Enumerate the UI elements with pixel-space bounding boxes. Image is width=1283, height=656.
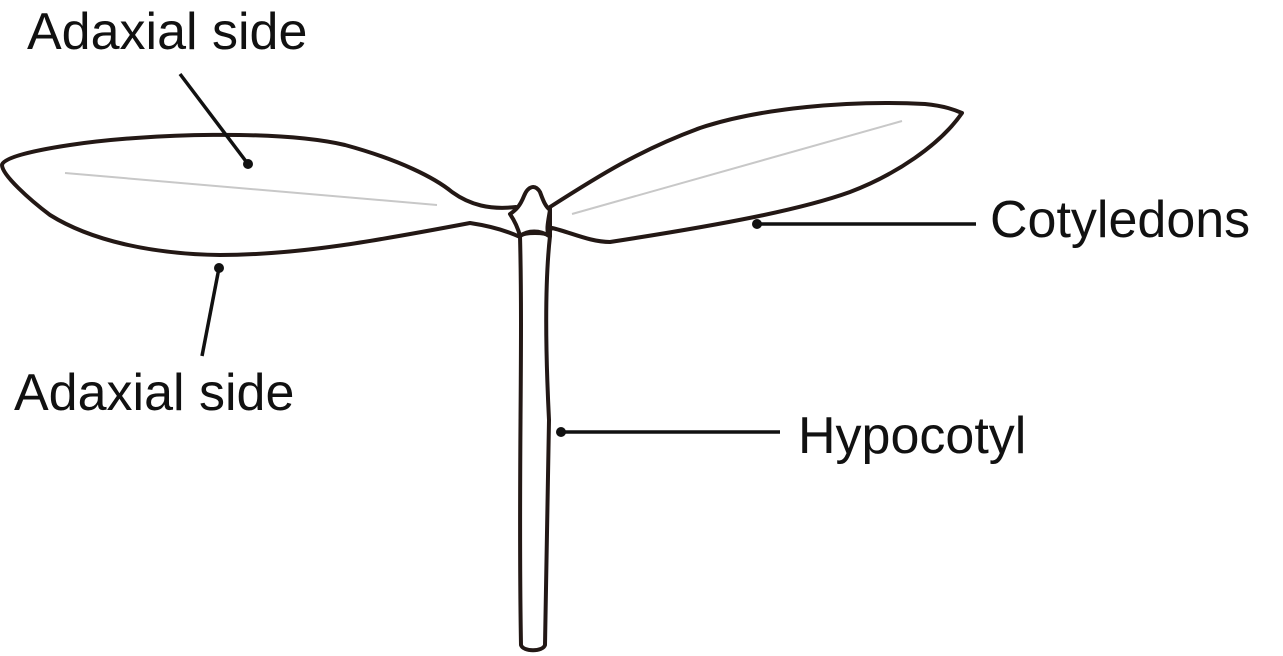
adaxial-top-leader	[178, 72, 250, 166]
adaxial-side-top-label: Adaxial side	[27, 3, 307, 61]
adaxial-top-dot	[243, 159, 253, 169]
right-cotyledon-midrib	[571, 120, 903, 215]
hypocotyl-dot	[556, 427, 566, 437]
cotyledons-dot	[752, 219, 762, 229]
right-cotyledon-shape	[546, 101, 964, 244]
left-cotyledon-midrib	[64, 172, 438, 206]
adaxial-bottom-dot	[214, 263, 224, 273]
left-cotyledon-shape	[0, 132, 525, 257]
adaxial-side-bottom-label: Adaxial side	[14, 364, 294, 422]
hypocotyl-shape	[518, 231, 552, 653]
apical-bud-shape	[508, 185, 552, 238]
adaxial-bottom-leader	[200, 267, 221, 357]
cotyledons-label: Cotyledons	[990, 191, 1250, 249]
hypocotyl-label: Hypocotyl	[798, 407, 1026, 465]
